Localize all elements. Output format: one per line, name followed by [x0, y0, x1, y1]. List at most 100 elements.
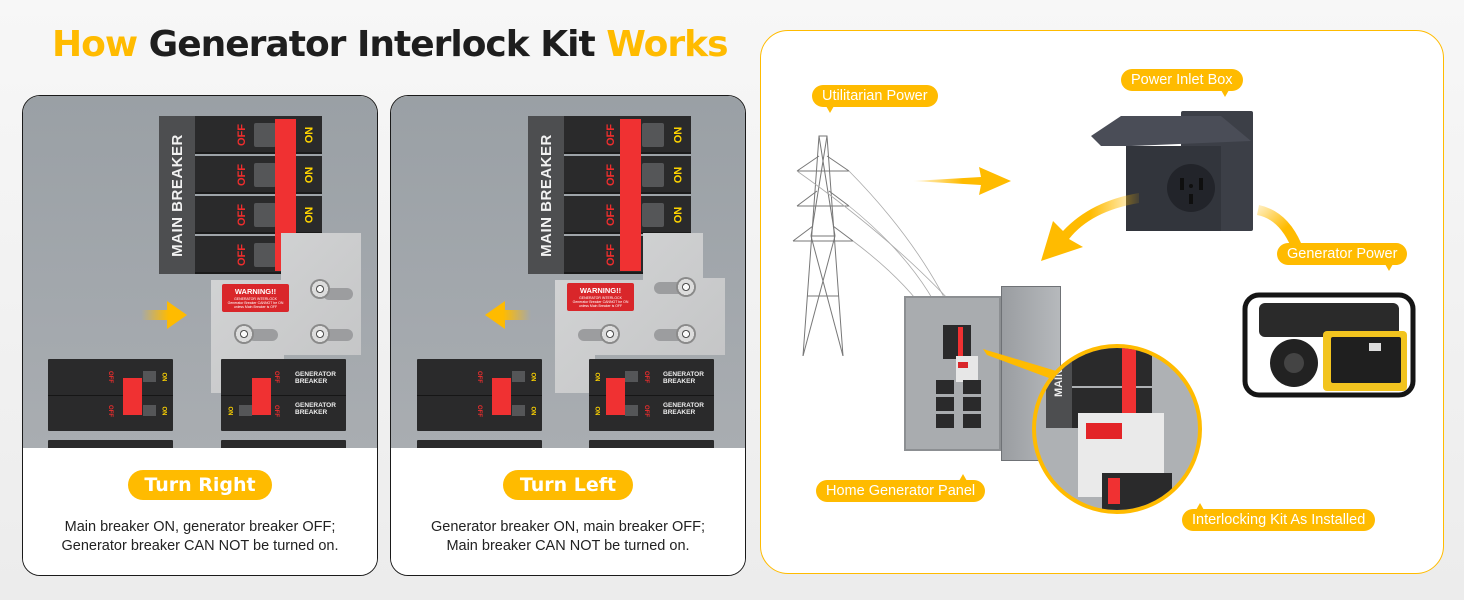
on-text: ON [672, 206, 684, 224]
on-text: ON [160, 406, 167, 416]
on-text: ON [593, 406, 600, 416]
utility-power-label: Utilitarian Power [812, 85, 938, 113]
warning-line: unless Main Breaker is OFF [233, 305, 278, 309]
warning-line: Generator Breaker CANNOT be ON [572, 300, 629, 304]
branch-breaker [221, 440, 346, 448]
description-line: Main breaker ON, generator breaker OFF; [64, 519, 336, 535]
bolt-icon [234, 324, 254, 344]
main-breaker-pole: OFF ON [195, 196, 322, 234]
off-text: OFF [476, 405, 482, 417]
mode-badge: Turn Right [128, 470, 272, 500]
description-line: Generator breaker ON, main breaker OFF; [431, 519, 705, 535]
main-breaker-label: MAIN BREAKER [159, 116, 195, 274]
breaker-panel-scene: MAIN BREAKER OFF ON OFF ON OFF ON OFF [23, 96, 377, 448]
off-text: OFF [107, 405, 113, 417]
bolt-icon [600, 324, 620, 344]
branch-breaker: OFF OFF ON ON [48, 359, 173, 431]
interlock-zoom-detail: MAIN [1032, 344, 1202, 514]
on-text: ON [303, 166, 315, 184]
breaker-panel-scene: MAIN BREAKER OFF ON OFF ON OFF ON OFF [391, 96, 745, 448]
zoom-main-label: MAIN [1053, 368, 1066, 398]
off-text: OFF [605, 244, 617, 266]
breaker-handle[interactable] [492, 378, 511, 415]
branch-breaker [48, 440, 173, 448]
power-inlet-box-label: Power Inlet Box [1121, 69, 1243, 97]
on-text: ON [303, 126, 315, 144]
warning-title: WARNING!! [234, 287, 277, 296]
mode-description: Generator breaker ON, main breaker OFF; … [391, 518, 745, 556]
off-text: OFF [605, 204, 617, 226]
off-text: OFF [236, 124, 248, 146]
description-line: Generator breaker CAN NOT be turned on. [61, 538, 339, 554]
title-middle: Generator Interlock Kit [148, 24, 596, 65]
off-text: OFF [605, 164, 617, 186]
arrow-left-icon [485, 301, 531, 329]
generator-icon [1242, 292, 1416, 398]
bolt-icon [310, 324, 330, 344]
switch-slot [254, 203, 276, 227]
interlocking-kit-label: Interlocking Kit As Installed [1182, 503, 1376, 531]
off-text: OFF [605, 124, 617, 146]
off-text: OFF [643, 371, 649, 383]
off-text: OFF [107, 371, 113, 383]
on-text: ON [593, 372, 600, 382]
off-text: OFF [236, 244, 248, 266]
off-text: OFF [273, 371, 279, 383]
slot [323, 329, 353, 341]
branch-breaker: OFF OFF ON ON [417, 359, 542, 431]
page-title: How Generator Interlock Kit Works [52, 24, 729, 65]
main-breaker-handle[interactable] [620, 119, 641, 271]
off-text: OFF [236, 204, 248, 226]
description-line: Main breaker CAN NOT be turned on. [446, 538, 690, 554]
main-breaker-stack: OFF ON OFF ON OFF ON OFF [564, 116, 691, 274]
breaker-handle[interactable] [123, 378, 142, 415]
arrow-right-icon [141, 301, 187, 329]
on-text: ON [529, 372, 536, 382]
warning-label: WARNING!! GENERATOR INTERLOCK Generator … [222, 284, 289, 312]
home-generator-panel-label: Home Generator Panel [816, 474, 986, 502]
off-text: OFF [643, 405, 649, 417]
power-inlet-box-icon [1091, 111, 1253, 231]
curved-arrow-icon [1257, 205, 1301, 247]
off-text: OFF [476, 371, 482, 383]
home-generator-panel [904, 296, 1001, 451]
switch-slot [254, 123, 276, 147]
bolt-icon [676, 324, 696, 344]
switch-slot [254, 243, 276, 267]
on-text: ON [303, 206, 315, 224]
warning-line: unless Main Breaker is OFF [578, 304, 623, 308]
title-suffix: Works [606, 24, 728, 65]
power-flow-diagram: Utilitarian Power Power Inlet Box Genera… [760, 30, 1444, 574]
main-breaker-pole: OFF ON [195, 116, 322, 154]
curved-arrow-icon [1041, 193, 1139, 261]
warning-title: WARNING!! [579, 286, 622, 295]
on-text: ON [672, 166, 684, 184]
arrow-right-icon [913, 167, 1011, 195]
bolt-icon [676, 277, 696, 297]
switch-slot [254, 163, 276, 187]
off-text: OFF [273, 405, 279, 417]
off-text: OFF [236, 164, 248, 186]
on-text: ON [226, 406, 233, 416]
turn-left-card: MAIN BREAKER OFF ON OFF ON OFF ON OFF [390, 95, 746, 576]
warning-line: GENERATOR INTERLOCK [234, 297, 277, 301]
turn-right-card: MAIN BREAKER OFF ON OFF ON OFF ON OFF [22, 95, 378, 576]
on-text: ON [672, 126, 684, 144]
slot [323, 288, 353, 300]
warning-label: WARNING!! GENERATOR INTERLOCK Generator … [567, 283, 634, 311]
generator-breaker-handle[interactable] [252, 378, 271, 415]
callout-pointer [983, 349, 1063, 381]
generator-breaker-handle[interactable] [606, 378, 625, 415]
branch-breaker [589, 440, 714, 448]
main-breaker-label: MAIN BREAKER [528, 116, 564, 274]
on-text: ON [160, 372, 167, 382]
generator-power-label: Generator Power [1277, 243, 1408, 271]
title-prefix: How [52, 24, 138, 65]
bolt-icon [310, 279, 330, 299]
